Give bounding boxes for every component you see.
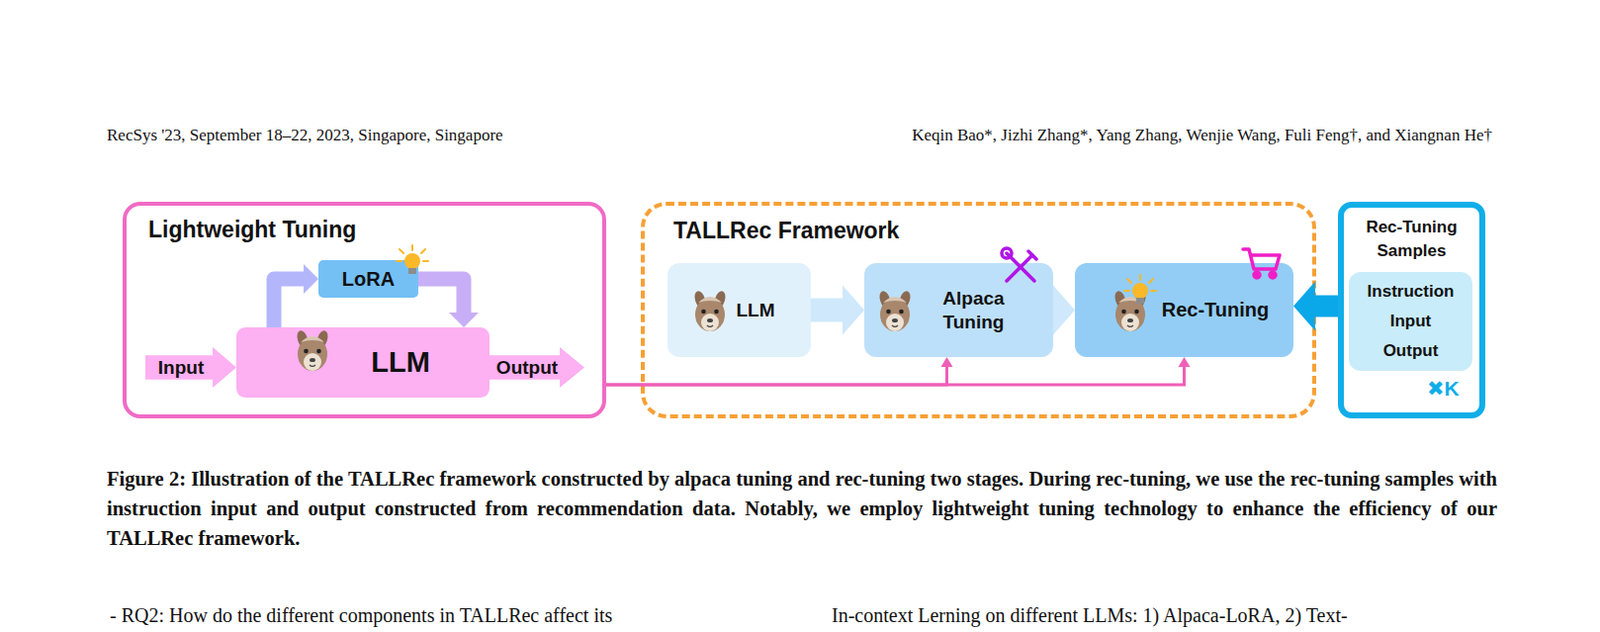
panel-title: Rec-Tuning Samples bbox=[1347, 215, 1476, 264]
flow-connector bbox=[1293, 281, 1338, 332]
sample-fields-box: Instruction Input Output bbox=[1348, 271, 1473, 371]
node-label: LoRA bbox=[342, 266, 395, 292]
connector-shaft bbox=[1315, 295, 1338, 318]
running-header: RecSys '23, September 18–22, 2023, Singa… bbox=[106, 125, 504, 146]
cart-icon bbox=[1243, 249, 1280, 278]
llm-box: LLM bbox=[236, 327, 490, 398]
connector-head bbox=[303, 264, 319, 294]
arrow-shape-fill bbox=[145, 347, 237, 388]
llama-icon bbox=[294, 329, 330, 371]
stage-box: Rec-Tuning bbox=[1074, 263, 1294, 357]
flow-connector bbox=[810, 285, 865, 336]
stage-box: Alpaca Tuning bbox=[864, 263, 1054, 357]
node-label: LLM bbox=[370, 344, 431, 380]
llama-icon bbox=[692, 289, 727, 332]
stage-box: LLM bbox=[667, 263, 811, 357]
panel-title: TALLRec Framework bbox=[673, 217, 1069, 245]
connector-head bbox=[842, 285, 865, 336]
flow-connector bbox=[606, 356, 954, 385]
module-panel: Lightweight TuningLoRA Input LLM Output bbox=[122, 201, 607, 419]
node-label: Input bbox=[158, 355, 204, 380]
tools-icon bbox=[1001, 248, 1037, 281]
connector-shaft bbox=[810, 298, 843, 323]
samples-panel: Rec-Tuning SamplesInstruction Input Outp… bbox=[1337, 201, 1486, 419]
node-label: Rec-Tuning bbox=[1161, 297, 1270, 323]
figure-caption: Figure 2: Illustration of the TALLRec fr… bbox=[106, 463, 1498, 553]
flow-connector bbox=[273, 264, 319, 328]
flow-connector bbox=[606, 356, 1191, 385]
llama-icon bbox=[1112, 289, 1148, 332]
node-label: Output bbox=[496, 355, 558, 380]
flow-connector bbox=[418, 278, 479, 328]
input-arrow: Input bbox=[145, 347, 237, 388]
lightbulb-icon bbox=[1124, 274, 1156, 304]
lightbulb-icon bbox=[396, 245, 429, 274]
llama-icon bbox=[877, 289, 912, 332]
body-text: - RQ2: How do the different components i… bbox=[109, 604, 613, 627]
body-text: In-context Lerning on different LLMs: 1)… bbox=[831, 604, 1348, 627]
connector-head bbox=[1178, 356, 1191, 367]
output-arrow: Output bbox=[489, 347, 585, 388]
connector-shaft bbox=[273, 278, 304, 328]
connector-head bbox=[1053, 285, 1075, 336]
connector-shaft bbox=[418, 278, 464, 313]
connector-shaft bbox=[606, 366, 1185, 385]
multiplier-label: ✖K bbox=[1426, 376, 1460, 401]
node-label: Alpaca Tuning bbox=[942, 286, 1004, 335]
node-label: LLM bbox=[735, 298, 775, 323]
lora-box: LoRA bbox=[318, 260, 419, 298]
panel-title: Lightweight Tuning bbox=[148, 216, 505, 244]
node-label: Instruction Input Output bbox=[1367, 276, 1455, 366]
arrow-shape-fill bbox=[489, 347, 585, 388]
framework-panel: TALLRec FrameworkLLM Alpaca Tuning Rec-Tun… bbox=[640, 201, 1317, 419]
author-list: Keqin Bao*, Jizhi Zhang*, Yang Zhang, We… bbox=[911, 125, 1493, 146]
connector-head bbox=[941, 356, 954, 367]
connector-head bbox=[448, 312, 479, 328]
connector-head bbox=[1293, 281, 1316, 332]
connector-shaft bbox=[606, 366, 948, 385]
flow-connector bbox=[1053, 285, 1075, 336]
